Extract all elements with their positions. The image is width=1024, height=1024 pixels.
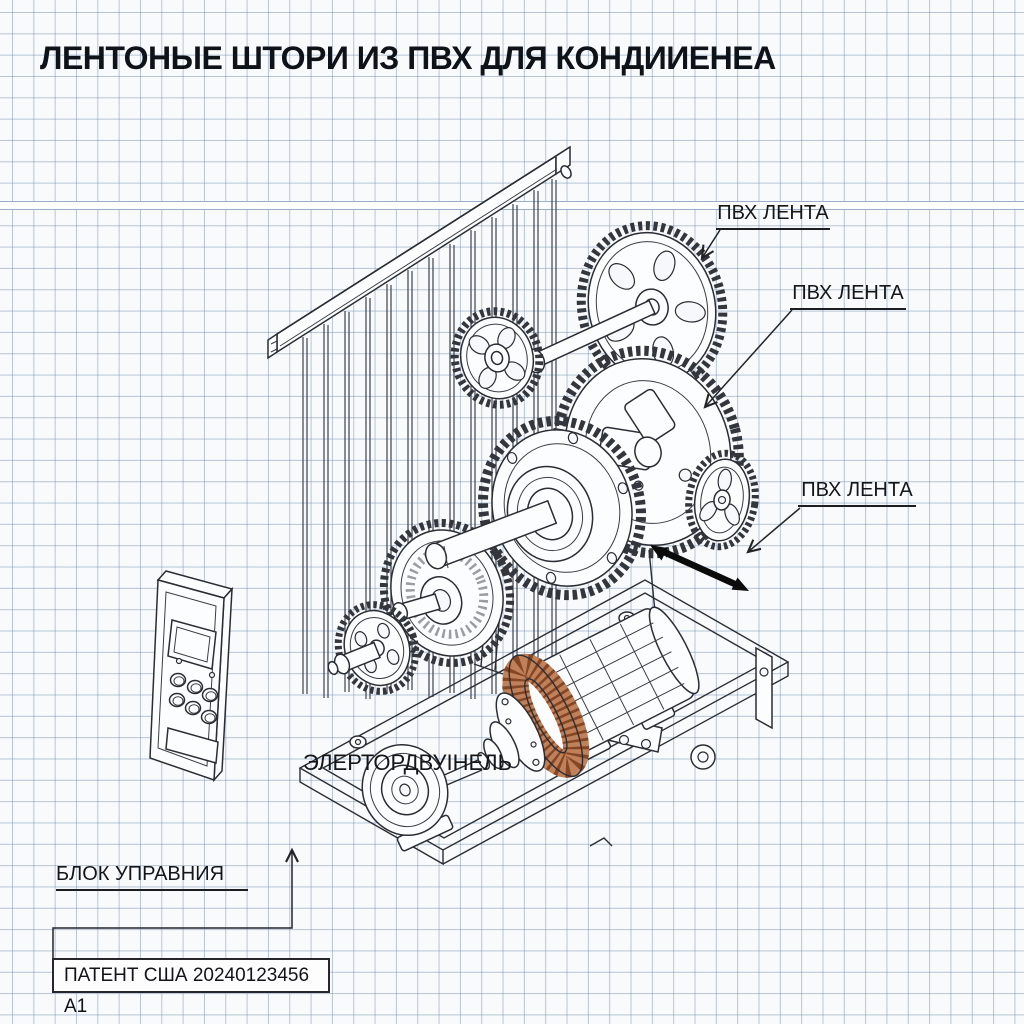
callout-leaders: [52, 229, 801, 960]
gear-small-top: [450, 307, 544, 409]
callout-pvc-tape-lower: ПВХ ЛЕНТА: [798, 479, 916, 507]
patent-number-box: ПАТЕНТ США 20240123456 A1: [52, 958, 330, 1017]
motor-front-plate: [477, 692, 546, 772]
gear-central-hub-shaft: [424, 465, 594, 570]
front-bearing-housing: [361, 743, 454, 852]
curtain-rail: [267, 145, 572, 360]
control-buttons: [168, 672, 219, 725]
callout-control-unit: БЛОК УПРАВНИЯ: [56, 863, 248, 891]
callout-pvc-tape-top: ПВХ ЛЕНТА: [716, 202, 830, 230]
screw-tab: [690, 744, 716, 770]
gear-f-shaft: [327, 641, 381, 676]
electric-motor: [477, 606, 700, 778]
drawing-title: ЛЕНТОНЫЕ ШТОРИ ИЗ ПВХ ДЛЯ КОНДИИЕНЕА: [40, 40, 776, 76]
callout-motor: ЭЛЕРТОРДВУІНЕЛЬ: [303, 750, 513, 775]
drum-gear-left: [379, 518, 515, 668]
gear-small-right: [685, 449, 759, 551]
control-unit: [149, 570, 234, 783]
double-direction-arrow: [650, 545, 749, 591]
control-display: [167, 619, 217, 670]
callout-pvc-tape-middle: ПВХ ЛЕНТА: [790, 282, 906, 310]
pvc-strip-curtain: [267, 145, 572, 699]
